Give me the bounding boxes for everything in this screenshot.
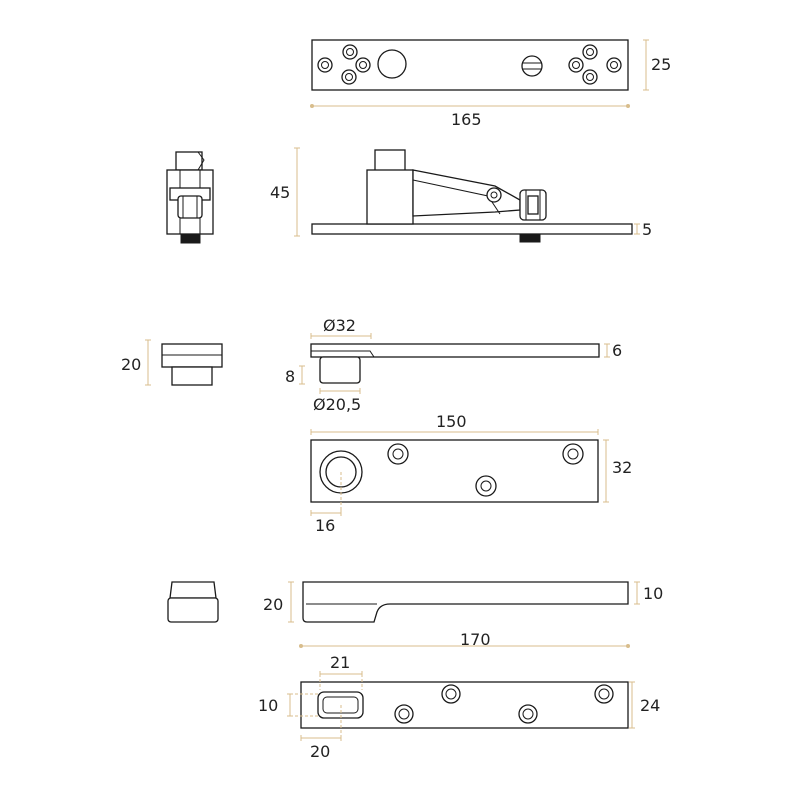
top-arm-plan-view (310, 439, 599, 503)
dim-plate-thickness: 5 (634, 220, 652, 239)
dim-arm-width: 32 (603, 439, 632, 503)
dim-label-170: 170 (460, 630, 491, 649)
top-arm-side-view (310, 343, 600, 384)
dim-pin-height: 8 (285, 365, 305, 386)
pivot-side-view (311, 149, 633, 243)
pivot-hole (377, 49, 407, 79)
adjuster-wheel (519, 189, 547, 221)
dim-arm-thickness: 6 (604, 341, 622, 360)
dim-label-20-top: 20 (121, 355, 141, 374)
top-plate-plan-view (311, 39, 629, 91)
dim-bottom-arm-height: 10 (634, 581, 663, 605)
dim-arm-length: 150 (310, 412, 599, 435)
dim-label-24: 24 (640, 696, 660, 715)
dim-label-25: 25 (651, 55, 671, 74)
adjustment-screw (521, 55, 543, 77)
pivot-end-view (166, 151, 214, 244)
dim-bottom-block-height: 20 (263, 581, 294, 623)
dim-bottom-plate-width: 24 (629, 681, 660, 729)
dim-top-plate-height: 25 (643, 39, 671, 91)
dim-label-21: 21 (330, 653, 350, 672)
screw-cluster-right (568, 44, 622, 85)
dim-label-32: 32 (612, 458, 632, 477)
bottom-block-end-view (167, 581, 219, 623)
dim-label-d20-5: Ø20,5 (313, 395, 361, 414)
dim-slot-width: 10 (258, 693, 318, 717)
dim-arm-head-diameter: Ø32 (310, 316, 372, 339)
dim-pin-offset: 16 (310, 472, 342, 535)
dim-label-d32: Ø32 (323, 316, 356, 335)
screw-cluster-left (317, 44, 371, 85)
dim-label-20-bottom: 20 (263, 595, 283, 614)
dim-label-165: 165 (451, 110, 482, 129)
dim-label-10-left: 10 (258, 696, 278, 715)
dim-label-8: 8 (285, 367, 295, 386)
dim-label-45: 45 (270, 183, 290, 202)
dim-pin-diameter: Ø20,5 (313, 388, 361, 414)
dim-top-plate-length: 165 (310, 104, 630, 129)
dim-label-10-right: 10 (643, 584, 663, 603)
dim-pivot-height: 45 (270, 147, 300, 237)
dim-top-pin-height: 20 (121, 339, 151, 386)
bottom-plate-plan-view (300, 681, 629, 729)
dim-slot-length: 21 (319, 653, 363, 690)
dim-label-5: 5 (642, 220, 652, 239)
dim-label-20-slot: 20 (310, 742, 330, 761)
top-pin-end-view (161, 343, 223, 386)
dim-bottom-length: 170 (299, 630, 630, 649)
bottom-arm-side-view (302, 581, 629, 623)
dim-label-6: 6 (612, 341, 622, 360)
dim-slot-offset: 20 (300, 705, 342, 761)
dim-label-16: 16 (315, 516, 335, 535)
dim-label-150: 150 (436, 412, 467, 431)
